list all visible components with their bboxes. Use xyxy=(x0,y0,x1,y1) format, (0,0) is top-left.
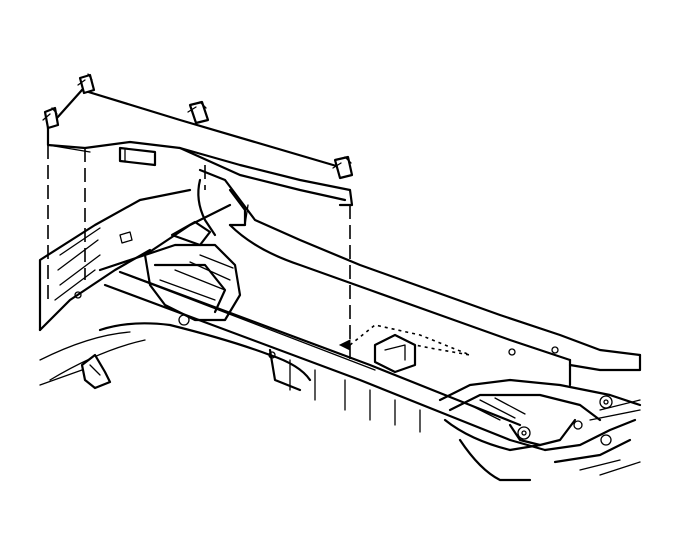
upper-panel xyxy=(46,88,642,387)
alignment-leaders xyxy=(47,145,351,360)
clip xyxy=(187,100,210,125)
clip xyxy=(42,106,60,130)
engine-mount xyxy=(39,353,112,390)
cowl-frame xyxy=(38,188,642,482)
clip xyxy=(77,73,96,95)
fasteners xyxy=(74,231,613,446)
clip xyxy=(332,155,354,180)
